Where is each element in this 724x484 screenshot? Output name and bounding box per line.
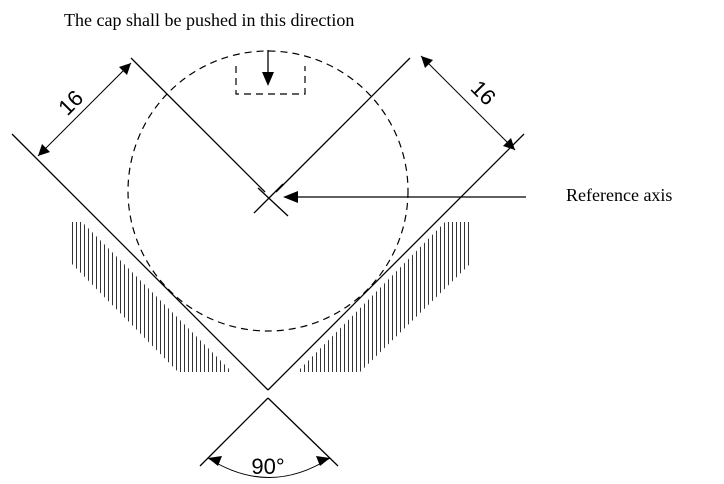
angle-arrow-left — [208, 456, 222, 466]
angle-label: 90° — [251, 454, 284, 479]
right-dim-arrow-a — [421, 56, 433, 68]
left-extension-line — [199, 397, 269, 467]
left-dim-arrow-b — [119, 63, 131, 75]
angle-arrow-right — [316, 456, 330, 466]
left-reference-line — [130, 57, 266, 193]
right-dim-arrow-b — [503, 138, 515, 150]
push-direction-label: The cap shall be pushed in this directio… — [64, 10, 354, 30]
right-reference-line — [275, 57, 411, 193]
v-block-right-face — [267, 133, 525, 391]
v-block-left-face — [11, 133, 269, 391]
v-block-left-hatch — [70, 222, 232, 372]
right-dimension-line — [420, 55, 516, 151]
push-indicator-bracket — [235, 66, 306, 95]
cap-outline — [127, 50, 409, 332]
left-dim-arrow-a — [38, 144, 50, 156]
angle-arc — [207, 457, 331, 478]
right-extension-line — [267, 397, 339, 467]
reference-axis-arrow-head — [283, 191, 298, 203]
right-dimension-label: 16 — [466, 75, 501, 110]
axis-cross-b — [257, 187, 289, 217]
v-block-right-hatch — [297, 222, 472, 372]
push-arrow-head — [262, 72, 274, 86]
left-dimension-label: 16 — [53, 85, 88, 120]
reference-axis-label: Reference axis — [566, 185, 672, 205]
left-dimension-line — [37, 62, 132, 157]
